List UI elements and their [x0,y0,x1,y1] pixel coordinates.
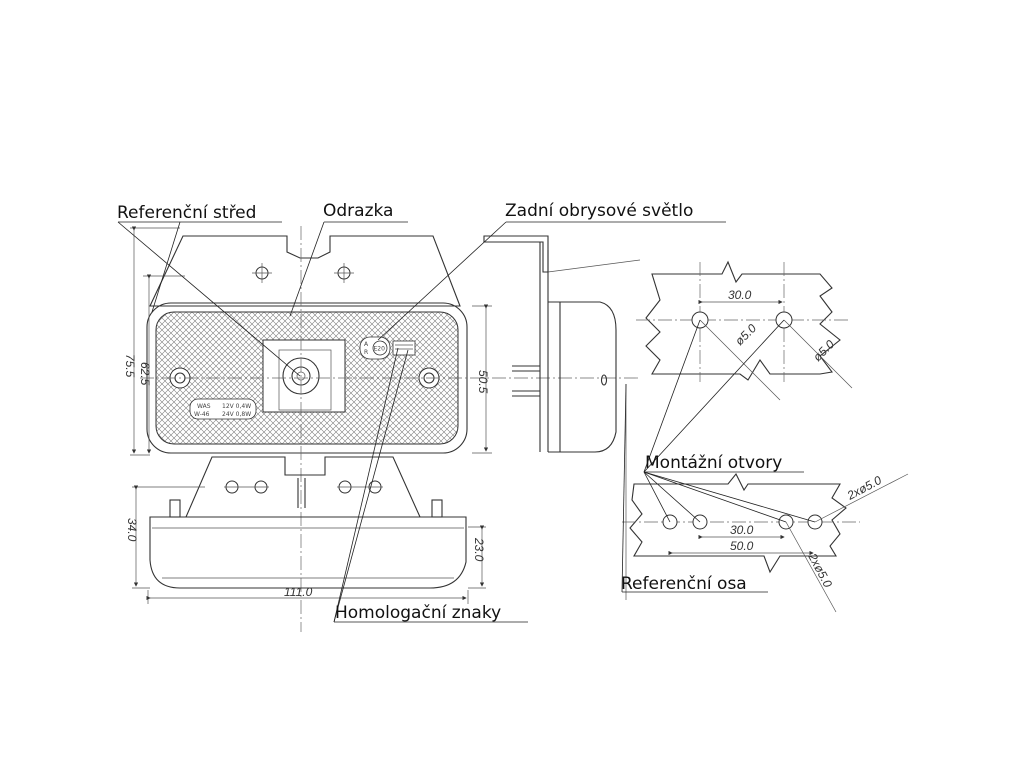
dim-hole-spacing-top: 30.0 [728,288,752,302]
top-detail-break-outline [645,260,841,381]
light-window [392,340,416,356]
label-plate-maker: WAS [197,403,211,410]
front-view: WAS W-46 12V 0,4W 24V 0,8W A R E20 75.5 [123,226,640,632]
homologation-small-1: A [364,341,369,348]
homologation-small-2: R [364,349,368,356]
callout-reference-center: Referenční střed [117,203,256,223]
dim-hole-dia-bottom-right: 2xø5.0 [844,473,884,503]
label-plate [189,398,257,420]
center-light-inner [278,349,332,411]
label-plate-model: W-46 [194,411,210,418]
callout-homologation-marks: Homologační znaky [335,603,501,623]
bottom-view: 34.0 23.0 111.0 [125,456,486,604]
center-light-housing [262,339,346,413]
homologation-code: E20 [374,346,386,353]
dim-bottom-height: 34.0 [125,518,139,542]
leader-lines [117,221,816,623]
callout-mounting-holes: Montážní otvory [645,453,782,473]
label-plate-spec-24v: 24V 0,8W [222,411,251,418]
dim-hole-spacing-outer: 50.0 [730,539,754,553]
dim-lens-height: 23.0 [472,537,486,562]
dim-mount-height: 50.5 [476,370,490,394]
side-cable [512,365,540,397]
bottom-bracket-outline [185,456,421,518]
homologation-circle [372,340,388,356]
callout-rear-position-light: Zadní obrysové světlo [505,201,693,221]
bottom-body-outline [149,516,467,589]
side-view [483,235,641,600]
front-bracket-outline [149,235,461,307]
hole-detail-top: 30.0 ø5.0 ø5.0 [636,260,853,401]
label-plate-spec-12v: 12V 0,4W [222,403,251,410]
dim-width: 111.0 [284,585,313,599]
cable [297,478,306,508]
callout-reflector: Odrazka [323,201,393,221]
side-body [548,301,617,453]
dim-overall-height: 75.5 [123,354,137,378]
bottom-detail-break-outline [629,472,847,574]
dim-lamp-height: 62.5 [138,362,152,386]
dim-hole-spacing-inner: 30.0 [730,523,754,537]
dim-hole-dia-a: ø5.0 [732,321,759,348]
side-bracket [483,235,549,273]
dim-hole-dia-b: ø5.0 [810,337,837,364]
callout-labels: Referenční střed Odrazka Zadní obrysové … [117,201,782,623]
callout-reference-axis: Referenční osa [621,574,747,594]
